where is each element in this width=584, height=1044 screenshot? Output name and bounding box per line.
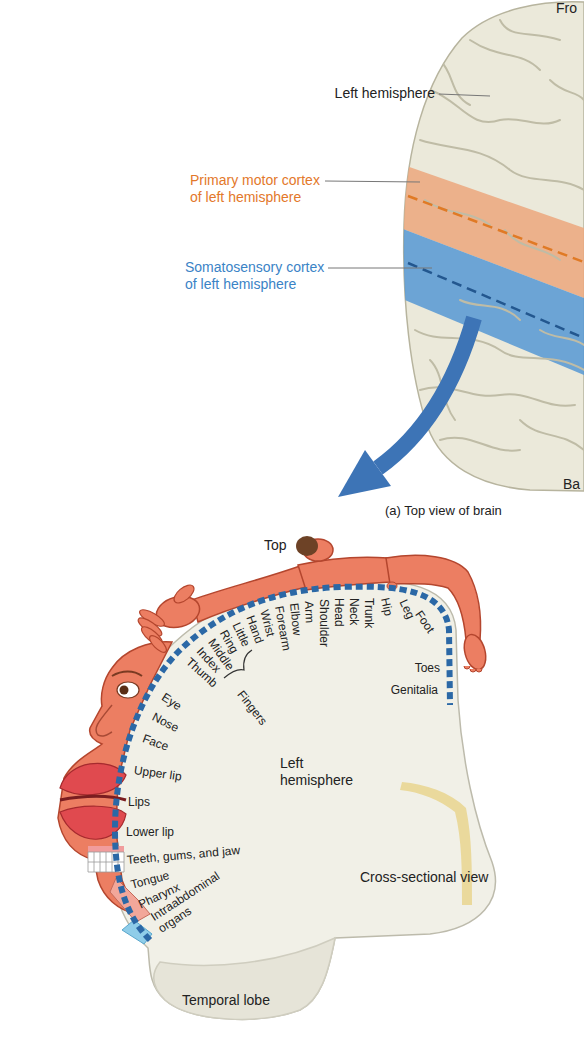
body-part-label: Neck [347, 598, 361, 625]
group-label: Fingers [234, 688, 270, 728]
direction-label: Ba [563, 476, 580, 493]
body-part-label: Head [332, 598, 346, 627]
eyebrow [112, 672, 142, 677]
cortex-dashed-arc [115, 587, 450, 940]
nose [96, 705, 112, 736]
body-part-label: Arm [302, 601, 317, 623]
body-part-label: Eye [159, 690, 184, 713]
region-label: Somatosensory cortex of left hemisphere [185, 259, 331, 293]
body-part-label: Lips [128, 795, 150, 809]
gums [88, 846, 124, 852]
homunculus-finger [147, 633, 169, 655]
homunculus-hair [296, 536, 318, 556]
somatosensory-band [395, 226, 584, 375]
figure-caption: (a) Top view of brain [385, 503, 502, 519]
temporal-lobe [154, 938, 335, 1019]
leader-line [325, 181, 420, 182]
homunculus-trunk [298, 557, 390, 590]
region-label: Temporal lobe [182, 992, 270, 1009]
homunculus-thumb [171, 582, 197, 607]
body-part-label: Teeth, gums, and jaw [126, 843, 240, 867]
body-part-label: Shoulder [317, 599, 331, 647]
direction-label: Top [264, 537, 287, 554]
arrow-shaft [378, 318, 474, 468]
body-part-label: Trunk [362, 598, 376, 628]
body-part-label: Lower lip [126, 825, 174, 839]
homunculus-toes [464, 666, 482, 672]
leader-line [439, 94, 490, 96]
body-part-label: Toes [415, 661, 440, 675]
leader-line [328, 268, 432, 269]
homunculus-foot [461, 632, 490, 672]
iris [120, 686, 129, 695]
region-label: Left hemisphere [280, 755, 372, 789]
body-part-label: Hip [378, 597, 395, 618]
white-matter-tract [400, 782, 472, 905]
body-part-label: Upper lip [133, 763, 183, 784]
region-label: Left hemisphere [335, 85, 435, 102]
body-part-label: Nose [150, 710, 181, 735]
direction-label: Fro [556, 0, 577, 17]
body-part-label: Genitalia [391, 683, 438, 697]
arrow-head [338, 450, 391, 497]
somatosensory-dashed-line [408, 263, 584, 338]
eye [117, 682, 139, 698]
region-label: Primary motor cortex of left hemisphere [190, 172, 330, 206]
body-part-label: Face [141, 731, 171, 753]
motor-cortex-dashed-line [408, 196, 584, 262]
view-label: Cross-sectional view [360, 869, 488, 886]
